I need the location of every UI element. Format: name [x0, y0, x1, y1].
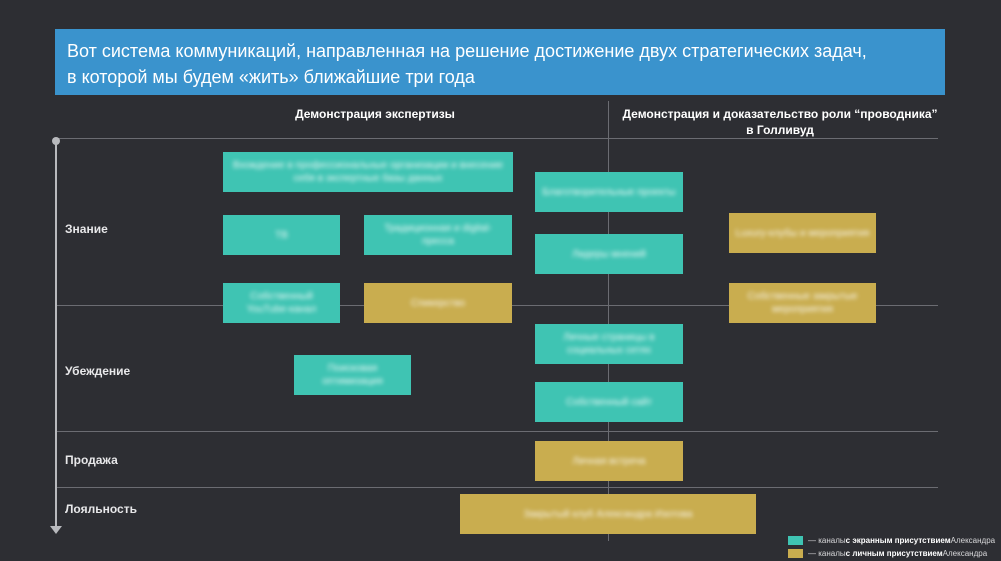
- box-youtube-channel-text: Собственный YouTube-канал: [246, 291, 317, 315]
- title-line-1: Вот система коммуникаций, направленная н…: [67, 41, 867, 61]
- box-search-optimization: Поисковая оптимизация: [294, 355, 411, 395]
- box-social-pages: Личные страницы в социальных сетях: [535, 324, 683, 364]
- box-personal-meeting-text: Личная встреча: [572, 455, 646, 467]
- legend-teal: — каналы с экранным присутствием Алексан…: [788, 536, 995, 545]
- row-divider-persuasion: [56, 431, 938, 432]
- box-youtube-channel: Собственный YouTube-канал: [223, 283, 340, 323]
- column-header-guide-line-2: в Голливуд: [746, 123, 814, 137]
- box-own-site-text: Собственный сайт: [565, 396, 653, 408]
- box-tv-text: ТВ: [275, 229, 288, 241]
- funnel-axis: [55, 140, 57, 528]
- box-tv: ТВ: [223, 215, 340, 255]
- box-speaking: Спикерство: [364, 283, 512, 323]
- legend-teal-suffix: Александра: [950, 536, 996, 545]
- box-opinion-leaders-text: Лидеры мнений: [572, 248, 646, 260]
- box-luxury-clubs-text: Luxury-клубы и мероприятия: [735, 227, 870, 239]
- box-press: Традиционная и digital-пресса: [364, 215, 512, 255]
- box-professional-organizations-text: Вхождение в профессиональные организации…: [232, 160, 504, 184]
- legend-gold-swatch: [788, 549, 803, 558]
- legend-teal-prefix: — каналы: [808, 536, 846, 545]
- axis-start-dot: [52, 137, 60, 145]
- box-closed-club-text: Закрытый клуб Александра Изотова: [523, 508, 693, 520]
- box-press-text: Традиционная и digital-пресса: [384, 223, 492, 247]
- slide-title: Вот система коммуникаций, направленная н…: [55, 29, 945, 95]
- legend-teal-bold: с экранным присутствием: [845, 536, 951, 545]
- box-charity-projects: Благотворительные проекты: [535, 172, 683, 212]
- column-divider: [608, 101, 609, 541]
- legend-teal-swatch: [788, 536, 803, 545]
- box-charity-projects-text: Благотворительные проекты: [542, 186, 676, 198]
- legend-gold-prefix: — каналы: [808, 549, 846, 558]
- box-closed-events: Собственные закрытые мероприятия: [729, 283, 876, 323]
- title-line-2: в которой мы будем «жить» ближайшие три …: [67, 67, 475, 87]
- box-social-pages-text: Личные страницы в социальных сетях: [563, 332, 655, 356]
- box-closed-events-text: Собственные закрытые мероприятия: [747, 291, 858, 315]
- column-header-guide: Демонстрация и доказательство роли “пров…: [610, 106, 950, 138]
- column-header-expertise: Демонстрация экспертизы: [260, 106, 490, 122]
- column-header-guide-line-1: Демонстрация и доказательство роли “пров…: [622, 107, 938, 121]
- row-label-knowledge: Знание: [65, 222, 108, 236]
- legend-gold-bold: с личным присутствием: [845, 549, 943, 558]
- box-closed-club: Закрытый клуб Александра Изотова: [460, 494, 756, 534]
- row-label-sale: Продажа: [65, 453, 118, 467]
- box-own-site: Собственный сайт: [535, 382, 683, 422]
- row-label-loyalty: Лояльность: [65, 502, 137, 516]
- box-search-optimization-text: Поисковая оптимизация: [322, 363, 383, 387]
- box-luxury-clubs: Luxury-клубы и мероприятия: [729, 213, 876, 253]
- box-professional-organizations: Вхождение в профессиональные организации…: [223, 152, 513, 192]
- box-speaking-text: Спикерство: [410, 297, 466, 309]
- column-header-expertise-text: Демонстрация экспертизы: [295, 107, 455, 121]
- box-opinion-leaders: Лидеры мнений: [535, 234, 683, 274]
- axis-arrow-icon: [50, 526, 62, 534]
- legend-gold: — каналы с личным присутствием Александр…: [788, 549, 987, 558]
- row-divider-sale: [56, 487, 938, 488]
- header-divider: [56, 138, 938, 139]
- legend-gold-suffix: Александра: [942, 549, 988, 558]
- box-personal-meeting: Личная встреча: [535, 441, 683, 481]
- row-label-persuasion: Убеждение: [65, 364, 131, 378]
